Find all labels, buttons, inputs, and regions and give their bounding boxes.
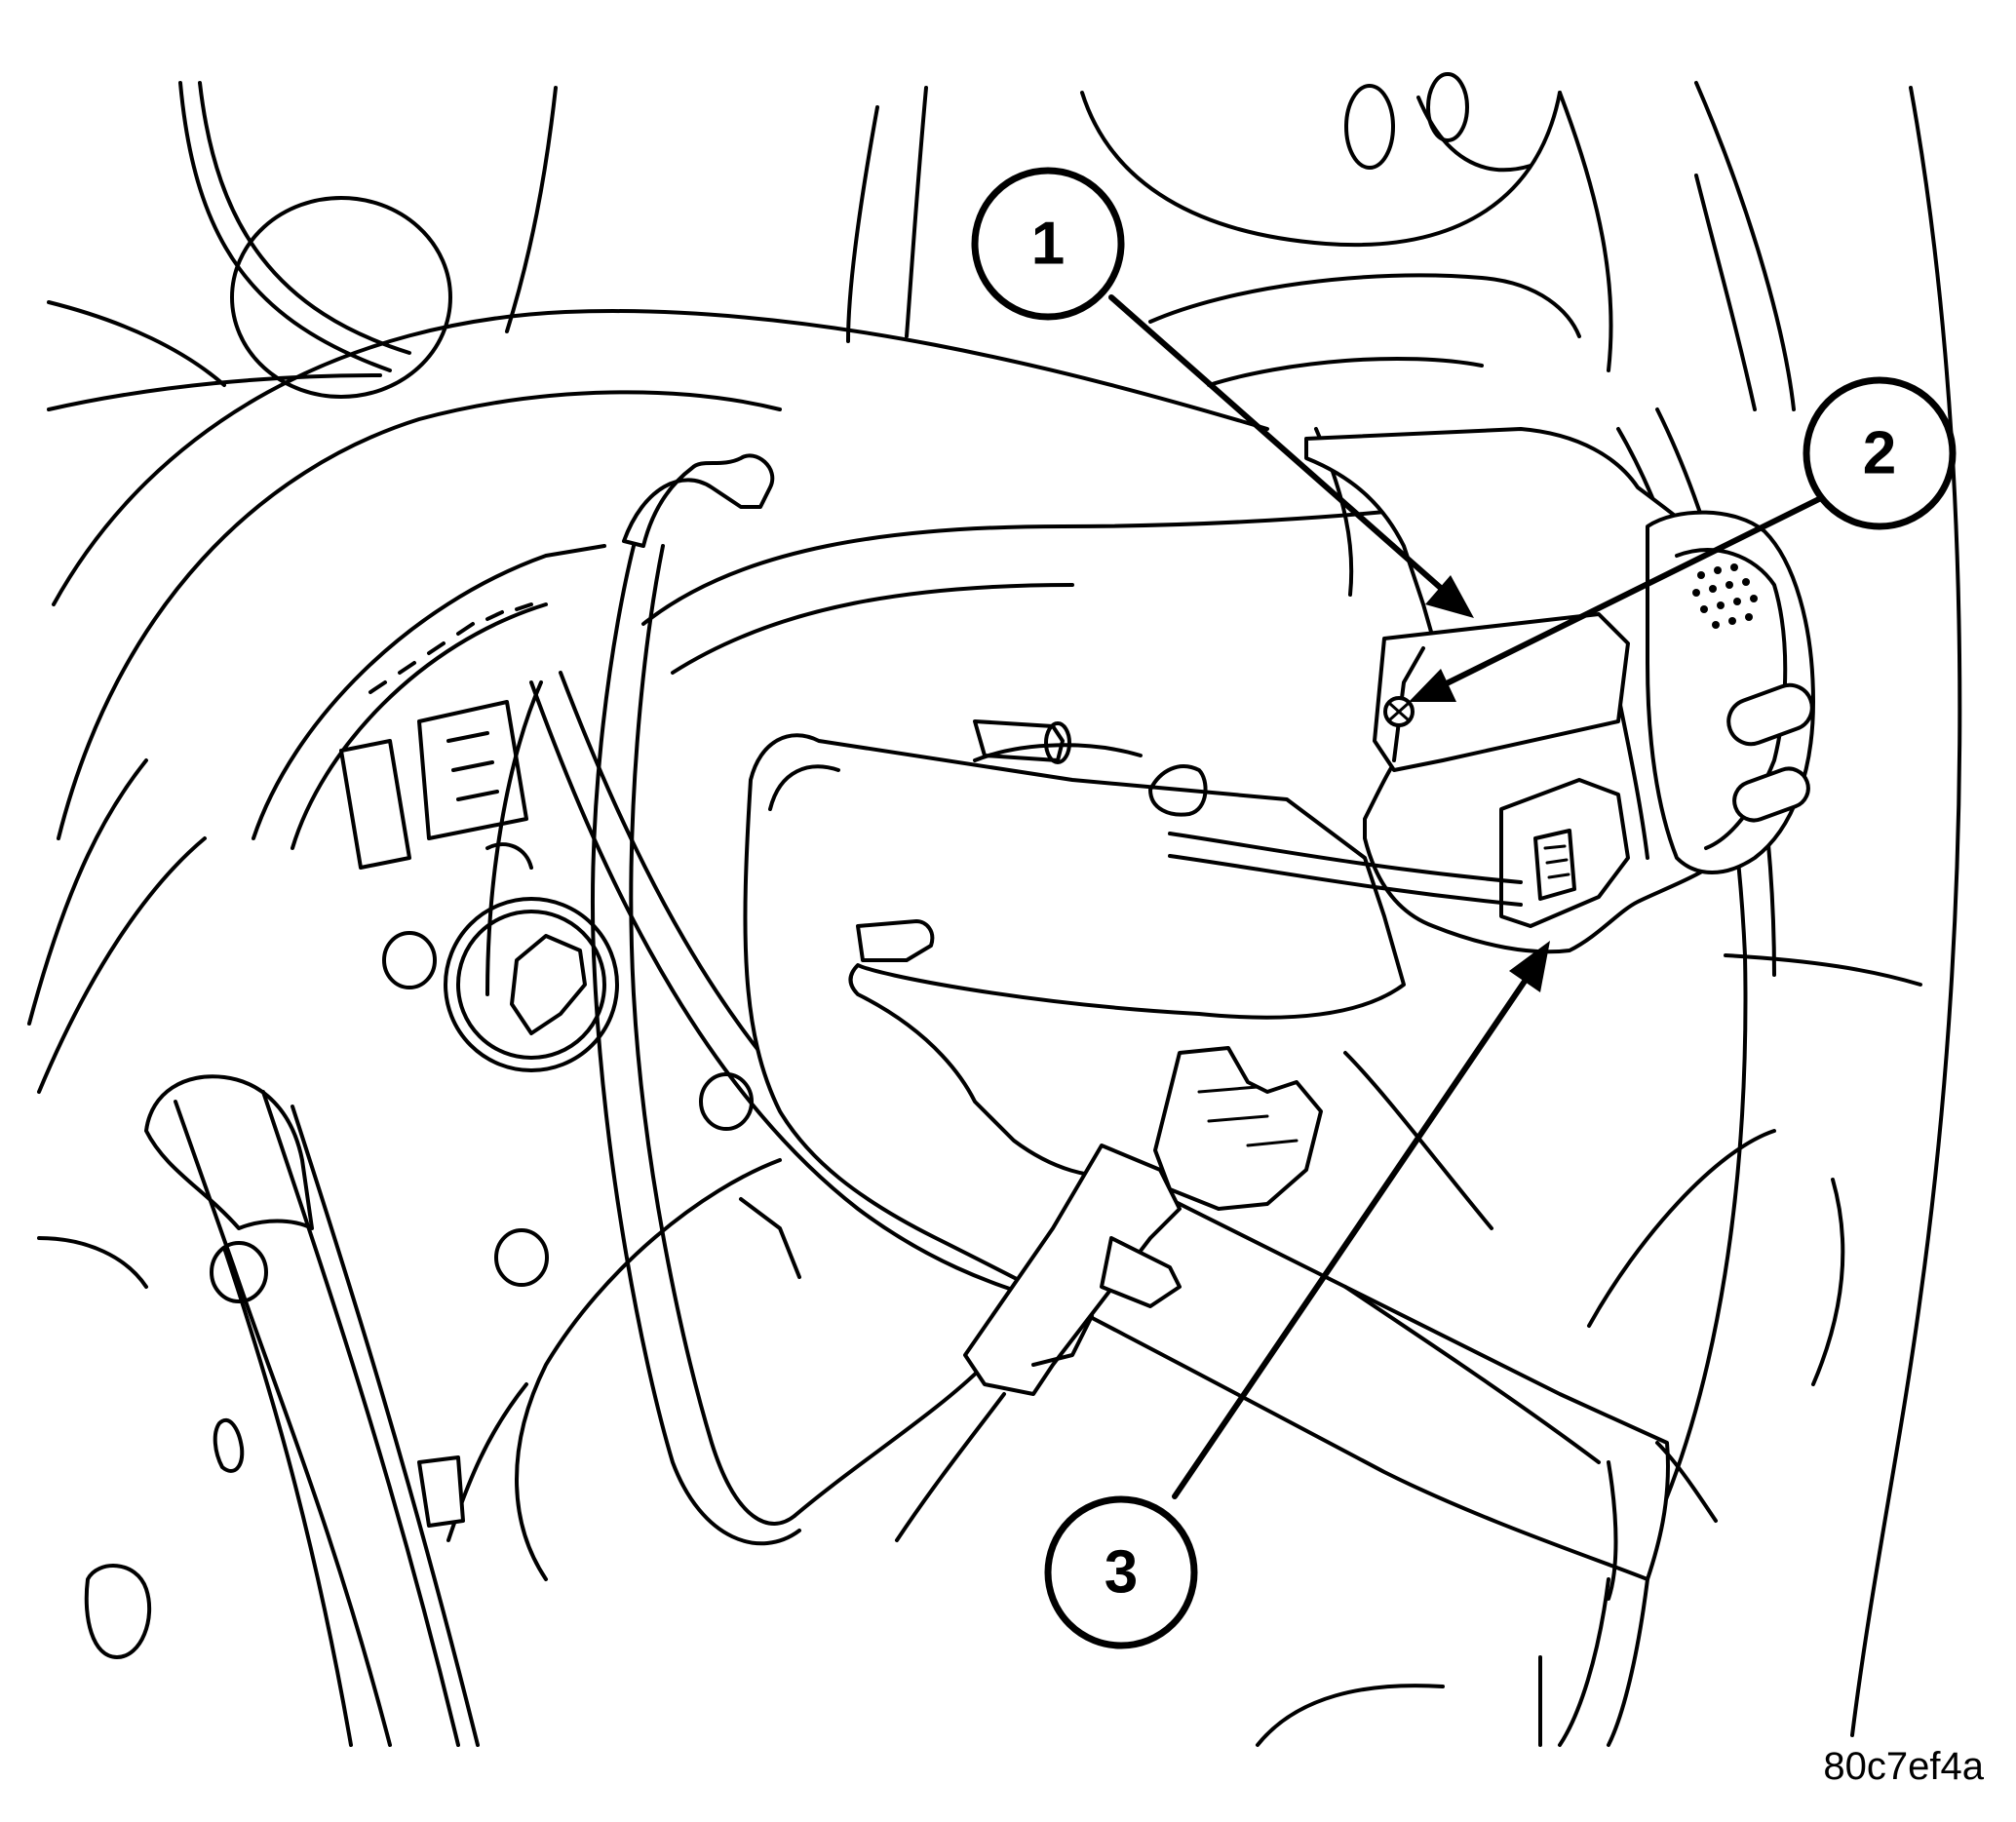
switch-housing bbox=[1304, 427, 1815, 954]
callout-2: 2 bbox=[1803, 376, 1957, 530]
callout-3: 3 bbox=[1044, 1495, 1198, 1649]
callout-2-label: 2 bbox=[1863, 420, 1896, 487]
callout-2-leader bbox=[1442, 489, 1836, 687]
dashboard-background bbox=[47, 72, 1962, 1747]
callout-1: 1 bbox=[971, 167, 1125, 321]
clockspring bbox=[252, 544, 606, 870]
multifunction-switch bbox=[743, 719, 1718, 1747]
keypad-dots bbox=[1692, 563, 1758, 629]
callout-3-arrowhead bbox=[1509, 941, 1550, 992]
leader-arrows bbox=[1108, 294, 1836, 1499]
callout-1-leader bbox=[1108, 294, 1446, 593]
callout-3-leader bbox=[1172, 977, 1529, 1499]
column-hub bbox=[210, 427, 1581, 1581]
callout-2-arrowhead bbox=[1409, 669, 1456, 702]
lower-left-details bbox=[37, 1074, 480, 1747]
figure-id: 80c7ef4a bbox=[1823, 1745, 1984, 1788]
callout-3-label: 3 bbox=[1105, 1539, 1138, 1607]
callout-2-circle bbox=[1803, 376, 1957, 530]
wire-harness bbox=[485, 453, 1035, 1546]
callout-1-circle bbox=[971, 167, 1125, 321]
callout-1-arrowhead bbox=[1425, 575, 1474, 618]
callout-1-label: 1 bbox=[1031, 211, 1065, 278]
callout-3-circle bbox=[1044, 1495, 1198, 1649]
lower-connectors bbox=[895, 832, 1523, 1542]
